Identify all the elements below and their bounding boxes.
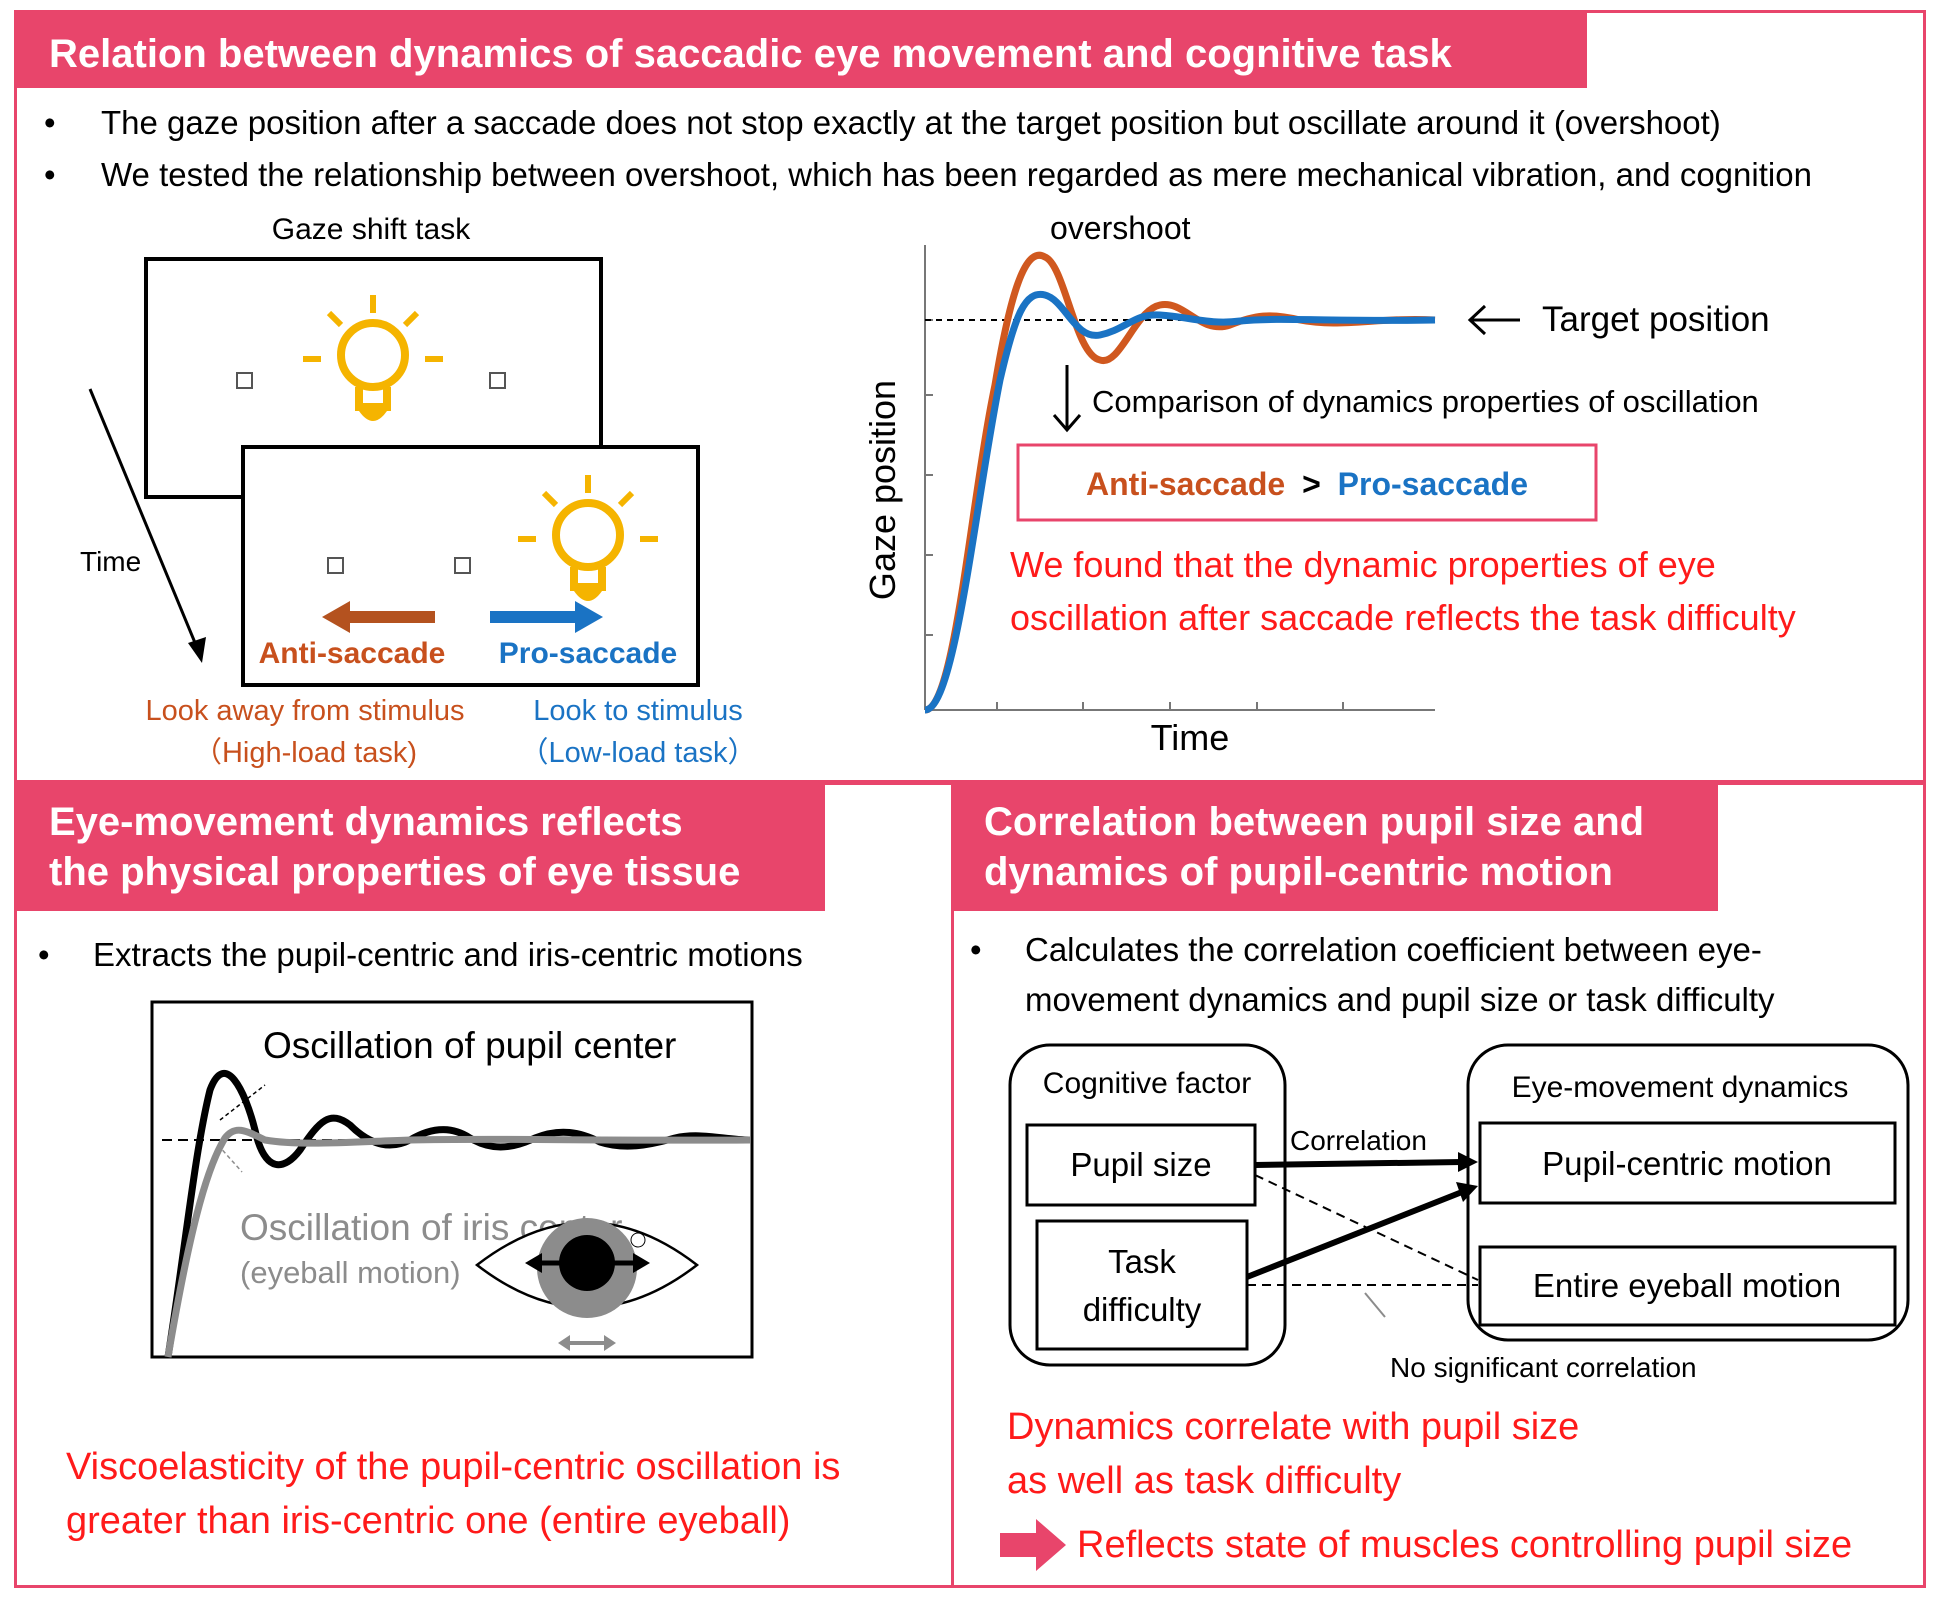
gaze-shift-task-diagram: Gaze shift task Anti-saccade Pro-saccade (80, 213, 757, 769)
comparison-label: Comparison of dynamics properties of osc… (1092, 384, 1759, 419)
pro-saccade-label: Pro-saccade (499, 637, 677, 670)
right-panel-title: Correlation between pupil size and dynam… (954, 783, 1718, 911)
iris-pointer (217, 1144, 243, 1173)
plot-ylabel: Gaze position (862, 380, 903, 600)
iris-oscillation-curve (164, 1126, 751, 1358)
plot-xlabel: Time (1151, 717, 1230, 758)
bullet-dot: • (44, 156, 56, 193)
task-to-motion-arrow (1245, 1189, 1464, 1280)
comparison-box (1016, 443, 1598, 522)
right-conclusion: Dynamics correlate with pupil size as we… (1007, 1400, 1579, 1508)
bullet-dot: • (38, 936, 50, 973)
down-arrow-icon (1052, 365, 1082, 433)
pupil-to-motion-arrow (1254, 1159, 1463, 1168)
bullet-dot: • (970, 931, 982, 968)
no-correlation-label: No significant correlation (1390, 1352, 1697, 1383)
right-conclusion-line-2: as well as task difficulty (1007, 1460, 1402, 1502)
bullet-text: We tested the relationship between overs… (101, 156, 1812, 193)
anti-saccade-label: Anti-saccade (259, 637, 446, 670)
no-corr-pointer (1364, 1292, 1386, 1318)
task-difficulty-label-2: difficulty (1083, 1291, 1202, 1328)
anti-desc-1: Look away from stimulus (145, 695, 464, 727)
task-title: Gaze shift task (272, 213, 471, 246)
overshoot-label: overshoot (1050, 210, 1191, 246)
cognitive-factor-title: Cognitive factor (1043, 1067, 1251, 1100)
bullet-1: • The gaze position after a saccade does… (44, 103, 1721, 143)
fixation-box-left-front (327, 557, 344, 574)
left-title-line-2: the physical properties of eye tissue (49, 850, 741, 894)
oscillation-frame (150, 1000, 754, 1359)
right-conclusion-line-1: Dynamics correlate with pupil size (1007, 1406, 1580, 1448)
task-difficulty-label-1: Task (1108, 1243, 1176, 1280)
comparison-gt: > (1302, 466, 1321, 502)
finding-line-1: We found that the dynamic properties of … (1010, 544, 1716, 585)
anti-desc-2: （High-load task) (193, 737, 417, 769)
arrow-head-icon (1456, 1182, 1478, 1202)
anti-saccade-arrow (322, 601, 435, 633)
plot-ticks (925, 319, 1344, 710)
target-position-label: Target position (1542, 300, 1770, 339)
lightbulb-icon (518, 475, 658, 601)
fixation-box-right-front (454, 557, 471, 574)
pupil-size-label: Pupil size (1070, 1146, 1211, 1183)
pro-saccade-curve (923, 290, 1436, 714)
right-panel (951, 780, 1926, 1588)
pupil-motion-box (1478, 1121, 1897, 1205)
right-title-line-2: dynamics of pupil-centric motion (984, 850, 1613, 894)
pro-saccade-arrow (490, 601, 603, 633)
pupil-label: Oscillation of pupil center (263, 1025, 676, 1066)
left-conclusion: Viscoelasticity of the pupil-centric osc… (66, 1440, 840, 1548)
top-panel-title: Relation between dynamics of saccadic ey… (17, 12, 1587, 88)
comparison-result: Anti-saccade > Pro-saccade (1086, 466, 1528, 502)
lightbulb-icon (303, 295, 443, 421)
left-panel-title: Eye-movement dynamics reflects the physi… (17, 783, 825, 911)
pro-desc-2: （Low-load task） (520, 737, 757, 769)
bullet-text: movement dynamics and pupil size or task… (1025, 981, 1775, 1018)
eye-dynamics-title: Eye-movement dynamics (1512, 1071, 1849, 1104)
bullet-text: Calculates the correlation coefficient b… (1025, 931, 1762, 968)
task-difficulty-box (1035, 1219, 1249, 1351)
oscillation-diagram: Oscillation of pupil center Oscillation … (150, 1000, 754, 1359)
pupil-size-box (1025, 1123, 1257, 1207)
time-arrow-head (188, 637, 206, 663)
right-title-line-1: Correlation between pupil size and (984, 800, 1645, 844)
eye-icon (474, 1218, 700, 1351)
arrow-head-icon (1458, 1152, 1478, 1172)
time-label: Time (80, 546, 141, 577)
correlation-diagram: Cognitive factor Pupil size Task difficu… (1008, 1043, 1910, 1383)
bullet-dot: • (44, 104, 56, 141)
pupil-motion-label: Pupil-centric motion (1542, 1145, 1832, 1182)
left-bullet: • Extracts the pupil-centric and iris-ce… (38, 935, 803, 975)
iris-sublabel: (eyeball motion) (240, 1255, 461, 1290)
comparison-pro: Pro-saccade (1338, 466, 1528, 502)
fixation-box-left (236, 372, 253, 389)
bullet-text: Extracts the pupil-centric and iris-cent… (93, 936, 803, 973)
fixation-box-right (489, 372, 506, 389)
right-bullet: • Calculates the correlation coefficient… (970, 930, 1775, 1018)
eyeball-motion-label: Entire eyeball motion (1533, 1267, 1841, 1304)
comparison-anti: Anti-saccade (1086, 466, 1285, 502)
bullet-2: • We tested the relationship between ove… (44, 155, 1812, 195)
pupil-to-eyeball-dashed (1254, 1174, 1479, 1281)
time-arrow (88, 388, 200, 651)
pupil-pointer (219, 1084, 266, 1121)
pro-desc-1: Look to stimulus (533, 695, 743, 727)
left-conclusion-line-2: greater than iris-centric one (entire ey… (66, 1500, 791, 1542)
gaze-position-plot: overshoot Target position Gaze position … (862, 210, 1796, 758)
right-conclusion-line-3: Reflects state of muscles controlling pu… (1077, 1524, 1853, 1566)
left-title-line-1: Eye-movement dynamics reflects (49, 800, 683, 844)
target-arrow-icon (1467, 304, 1520, 336)
correlation-label: Correlation (1290, 1125, 1427, 1156)
right-arrow-icon (1000, 1519, 1066, 1571)
left-conclusion-line-1: Viscoelasticity of the pupil-centric osc… (66, 1446, 841, 1488)
eyeball-motion-box (1478, 1245, 1897, 1327)
finding-line-2: oscillation after saccade reflects the t… (1010, 597, 1796, 638)
bullet-text: The gaze position after a saccade does n… (101, 104, 1721, 141)
